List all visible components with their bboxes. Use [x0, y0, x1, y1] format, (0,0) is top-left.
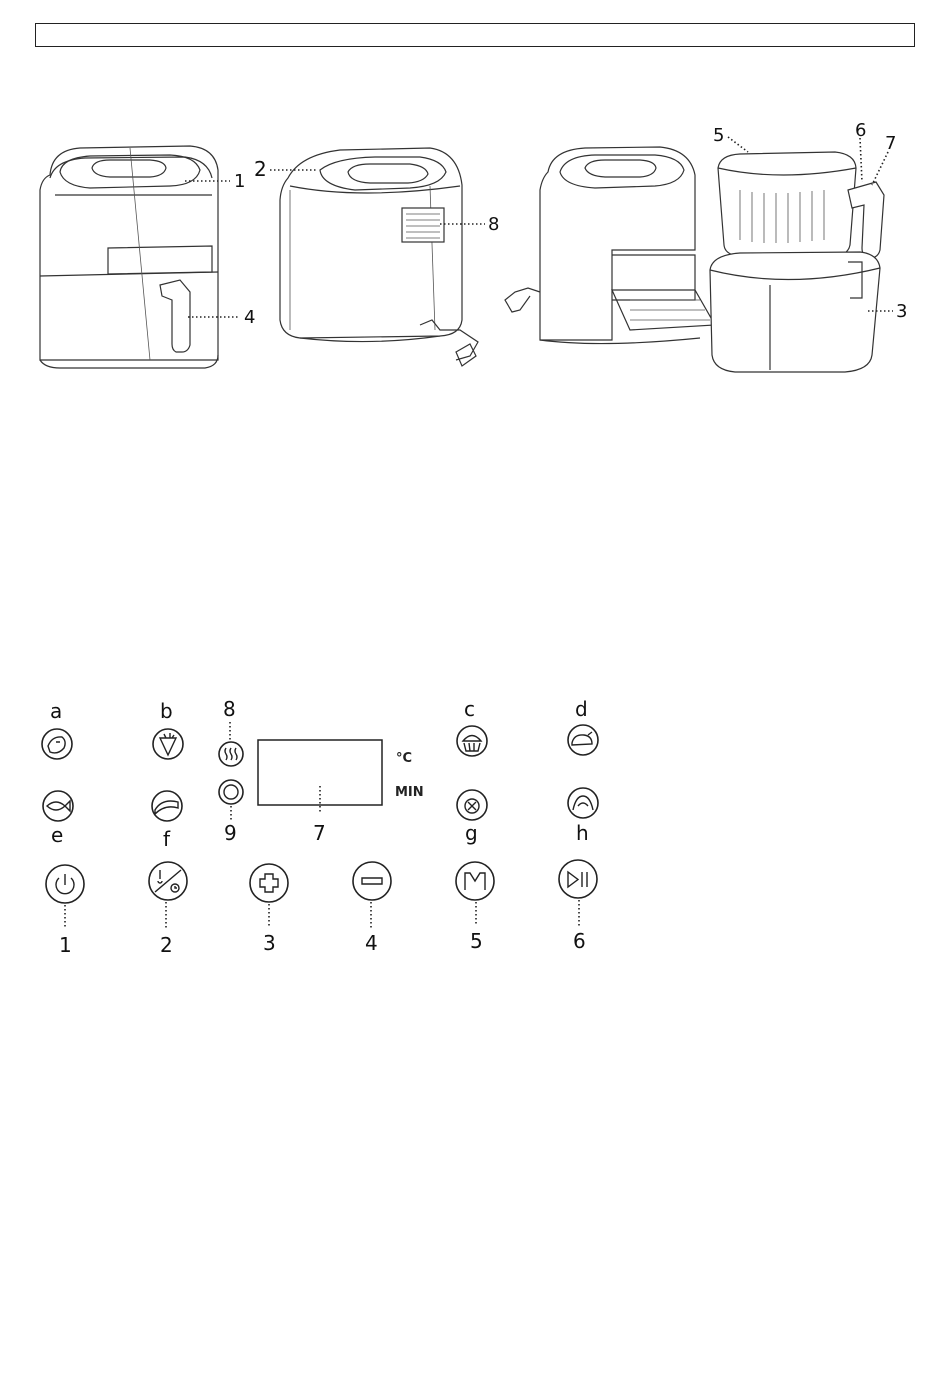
program-button-a[interactable] — [42, 729, 72, 759]
button-number-1: 1 — [59, 933, 72, 957]
callout-label-5: 5 — [713, 125, 724, 146]
program-letter-h: h — [576, 821, 589, 845]
callout-label-6: 6 — [855, 120, 866, 141]
program-letter-d: d — [575, 697, 588, 721]
program-button-f[interactable] — [152, 791, 182, 821]
air-fryer-disassembled-view — [505, 147, 884, 372]
program-button-b[interactable] — [153, 729, 183, 759]
program-button-e[interactable] — [43, 791, 73, 821]
program-button-h[interactable] — [568, 788, 598, 818]
callout-line-5 — [728, 137, 748, 152]
program-letter-e: e — [51, 823, 63, 847]
button-number-3: 3 — [263, 931, 276, 955]
minus-button[interactable] — [353, 862, 391, 900]
callout-label-3: 3 — [896, 301, 907, 322]
celsius-unit: °C — [396, 751, 412, 766]
button-number-5: 5 — [470, 929, 483, 953]
start-pause-button[interactable] — [559, 860, 597, 898]
fan-indicator — [219, 780, 243, 804]
callout-label-4: 4 — [244, 307, 255, 328]
display-number-7: 7 — [313, 821, 326, 845]
callout-label-7: 7 — [885, 133, 896, 154]
heating-indicator — [219, 742, 243, 766]
button-number-6: 6 — [573, 929, 586, 953]
air-fryer-rear-view — [280, 148, 478, 366]
button-number-2: 2 — [160, 933, 173, 957]
callout-label-2: 2 — [254, 157, 267, 181]
callout-label-1: 1 — [234, 171, 245, 192]
indicator-number-9: 9 — [224, 821, 237, 845]
callout-label-8: 8 — [488, 214, 499, 235]
callout-line-7 — [872, 152, 888, 185]
temp-time-button[interactable] — [149, 862, 187, 900]
program-letter-b: b — [160, 699, 173, 723]
program-button-g[interactable] — [457, 790, 487, 820]
power-button[interactable] — [46, 865, 84, 903]
program-button-c[interactable] — [457, 726, 487, 756]
air-fryer-front-view — [40, 146, 218, 368]
menu-button[interactable] — [456, 862, 494, 900]
button-number-4: 4 — [365, 931, 378, 955]
callout-line-6 — [860, 138, 862, 182]
program-letter-f: f — [163, 827, 171, 851]
program-letter-g: g — [465, 821, 478, 845]
program-letter-a: a — [50, 699, 62, 723]
program-button-d[interactable] — [568, 725, 598, 755]
program-letter-c: c — [464, 697, 475, 721]
indicator-number-8: 8 — [223, 697, 236, 721]
minute-unit: MIN — [395, 785, 424, 800]
plus-button[interactable] — [250, 864, 288, 902]
